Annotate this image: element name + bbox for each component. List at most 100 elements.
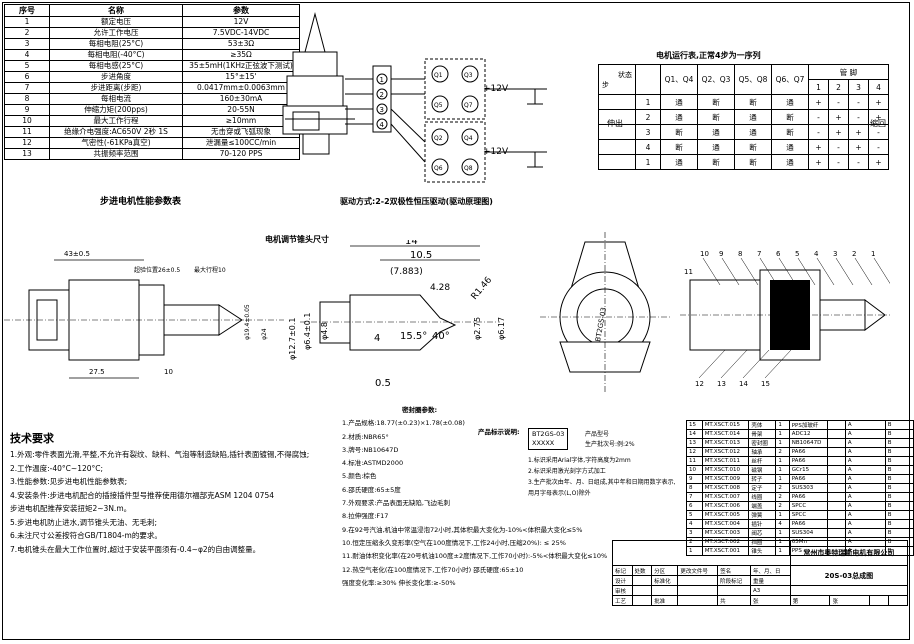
dim-r146: R1.46 <box>470 275 495 302</box>
param-cell: 共振频率范围 <box>49 148 183 160</box>
callout-leader <box>854 257 873 286</box>
bom-cell: MT.XSCT.003 <box>701 528 750 538</box>
param-header-no: 序号 <box>4 4 50 17</box>
bom-cell: B <box>884 447 914 457</box>
bom-cell: 1 <box>775 465 790 475</box>
param-cell: 70-120 PPS <box>182 148 300 160</box>
dim-angle: 15.5° <box>400 331 427 342</box>
bom-cell: 磁钢 <box>748 465 777 475</box>
param-cell: 每相电流 <box>49 93 183 105</box>
seal-item: 4.标准:ASTMD2000 <box>342 459 404 468</box>
bom-cell: 轴承 <box>748 447 777 457</box>
title-block: 常州市奥特瑞斯电机有限公司 标记 处数 分区 更改文件号 签名 年、月、日 20… <box>612 540 909 606</box>
seq-pin-1: 1 <box>808 79 829 95</box>
bom-cell: A <box>844 501 886 511</box>
bom-cell: MT.XSCT.006 <box>701 501 750 511</box>
bom-cell: SUS303 <box>788 483 828 493</box>
tb-approve: 批准 <box>651 595 679 606</box>
transistor-label: Q5 <box>434 102 443 109</box>
seal-title: 密封圈参数: <box>402 406 438 414</box>
bom-cell: 1 <box>775 429 790 439</box>
seq-col-2: Q2、Q3 <box>697 64 735 95</box>
dim-d617: φ6.17 <box>497 317 506 340</box>
bom-cell: 13 <box>686 438 703 448</box>
seal-item: 8.拉伸强度:F17 <box>342 512 389 521</box>
param-cell: 每相电阻(-40°C) <box>49 49 183 61</box>
tb-zone: 分区 <box>651 565 679 576</box>
param-cell: 4 <box>4 49 50 61</box>
marking-l2: 生产批次号:例:2% <box>585 441 635 448</box>
seq-cell: 3 <box>635 124 661 140</box>
seq-pin-header: 管 脚 <box>808 64 889 80</box>
marking-n4: 用月字母表示(L,O)除外 <box>528 490 591 497</box>
marking-box: BT2GS-03 XXXXX <box>528 428 569 450</box>
dim-d127: φ12.7±0.1 <box>288 317 297 360</box>
tb-sign: 签名 <box>717 565 752 576</box>
bom-cell: 阀芯 <box>748 528 777 538</box>
param-cell: 5 <box>4 60 50 72</box>
param-cell: 8 <box>4 93 50 105</box>
callout-bottom: 12 <box>695 380 704 388</box>
bom-cell: 定子 <box>748 483 777 493</box>
pin-label: 4 <box>380 121 385 129</box>
seq-cell: 断 <box>771 109 809 125</box>
seq-cell: - <box>828 94 849 110</box>
tb-review: 审核 <box>612 585 633 596</box>
transistor-label: Q6 <box>434 165 443 172</box>
bom-cell: MT.XSCT.009 <box>701 474 750 484</box>
bom-cell: MT.XSCT.012 <box>701 447 750 457</box>
bom-cell: SUS304 <box>788 528 828 538</box>
marking-n1: 1.标识采用Arial字体,字符高度为2mm <box>528 457 631 464</box>
req-item: 6.未注尺寸公差按符合GB/T1804-m的要求。 <box>10 531 162 540</box>
callout-top: 5 <box>795 250 799 258</box>
callout-leader <box>835 257 854 286</box>
seal-item: 10.恒定压缩永久变形率(空气在100度情况下,工作24小时,压缩20%): ≤… <box>342 538 566 547</box>
valve-plug <box>302 133 330 155</box>
bom-cell: PA66 <box>788 492 828 502</box>
pin-circle <box>376 103 388 115</box>
callout-leader <box>742 349 770 379</box>
company-name: 常州市奥特瑞斯电机有限公司 <box>789 540 909 566</box>
seq-col-4: Q6、Q7 <box>771 64 809 95</box>
dim-275: 27.5 <box>89 368 105 376</box>
seq-cell: 2 <box>635 109 661 125</box>
seq-cell: + <box>868 154 889 170</box>
seq-cell: 断 <box>660 139 698 155</box>
tb-date: 年、月、日 <box>750 565 791 576</box>
param-cell: 步进距离(步距) <box>49 82 183 94</box>
callout-top: 6 <box>776 250 781 258</box>
callout-bottom: 14 <box>739 380 748 388</box>
bom-cell <box>826 447 846 457</box>
seq-cell: 通 <box>660 154 698 170</box>
pin-circle <box>376 118 388 130</box>
bom-cell: 14 <box>686 429 703 439</box>
tb-process: 工艺 <box>612 595 633 606</box>
seq-cell: - <box>848 109 869 125</box>
dim-stroke: 最大行程10 <box>194 266 226 274</box>
dim-26: 超验位置26±0.5 <box>134 266 180 274</box>
bom-cell: 15 <box>686 420 703 430</box>
param-cell: 每相电感(25°C) <box>49 60 183 72</box>
bom-cell <box>826 510 846 520</box>
seq-cell: - <box>848 154 869 170</box>
bom-cell: NB10647D <box>788 438 828 448</box>
transistor-label: Q1 <box>434 72 443 79</box>
transistor-circle <box>431 158 449 176</box>
marking-n2: 2.标识采用激光刻字方式加工 <box>528 468 606 475</box>
transistor-circle <box>461 65 479 83</box>
dim-angle2: 40° <box>432 331 450 342</box>
seal-item: 2.材质:NBR65° <box>342 432 389 441</box>
param-cell: 额定电压 <box>49 16 183 28</box>
tb-change: 更改文件号 <box>677 565 719 576</box>
marking-title: 产品标示说明: <box>478 428 520 436</box>
bom-cell: MT.XSCT.011 <box>701 456 750 466</box>
bom-cell: PA66 <box>788 447 828 457</box>
